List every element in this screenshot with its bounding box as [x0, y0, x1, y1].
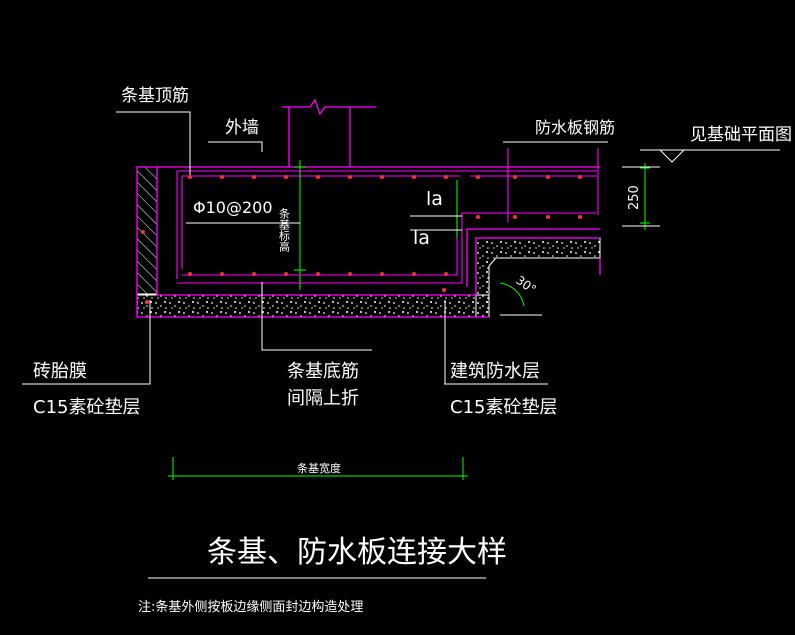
- drawing-title: 条基、防水板连接大样: [207, 535, 507, 570]
- c15-right-label: C15素砼垫层: [450, 397, 557, 418]
- waterproof-layer-label: 建筑防水层: [450, 361, 540, 382]
- rebar-dots: [141, 175, 582, 304]
- bottom-rebar-label-2: 间隔上折: [287, 388, 359, 409]
- foundation-outline: [136, 166, 601, 318]
- see-plan-label: 见基础平面图: [690, 125, 792, 145]
- top-rebar-label: 条基顶筋: [121, 86, 189, 106]
- outer-wall-label: 外墙: [225, 118, 259, 138]
- dimension-lines: [168, 160, 650, 480]
- waterproof-rebar-label: 防水板钢筋: [535, 118, 615, 137]
- la-lower-label: la: [413, 227, 430, 249]
- dim-250-label: 250: [627, 185, 642, 210]
- c15-left-label: C15素砼垫层: [33, 397, 140, 418]
- la-upper-label: la: [426, 188, 443, 210]
- leader-lines: [22, 111, 780, 579]
- angle-label: 30°: [513, 273, 538, 297]
- concrete-cushion: [136, 237, 601, 318]
- bottom-rebar-label-1: 条基底筋: [287, 361, 359, 382]
- width-dim-label: 条基宽度: [297, 461, 341, 475]
- brick-mold: [136, 166, 158, 295]
- vertical-elevation-label: 条基标高: [278, 207, 291, 253]
- stirrup-spec-label: Φ10@200: [193, 198, 273, 217]
- drawing-note: 注:条基外侧按板边缘侧面封边构造处理: [138, 599, 363, 615]
- outer-wall: [282, 98, 376, 167]
- brick-mold-label: 砖胎膜: [33, 361, 87, 382]
